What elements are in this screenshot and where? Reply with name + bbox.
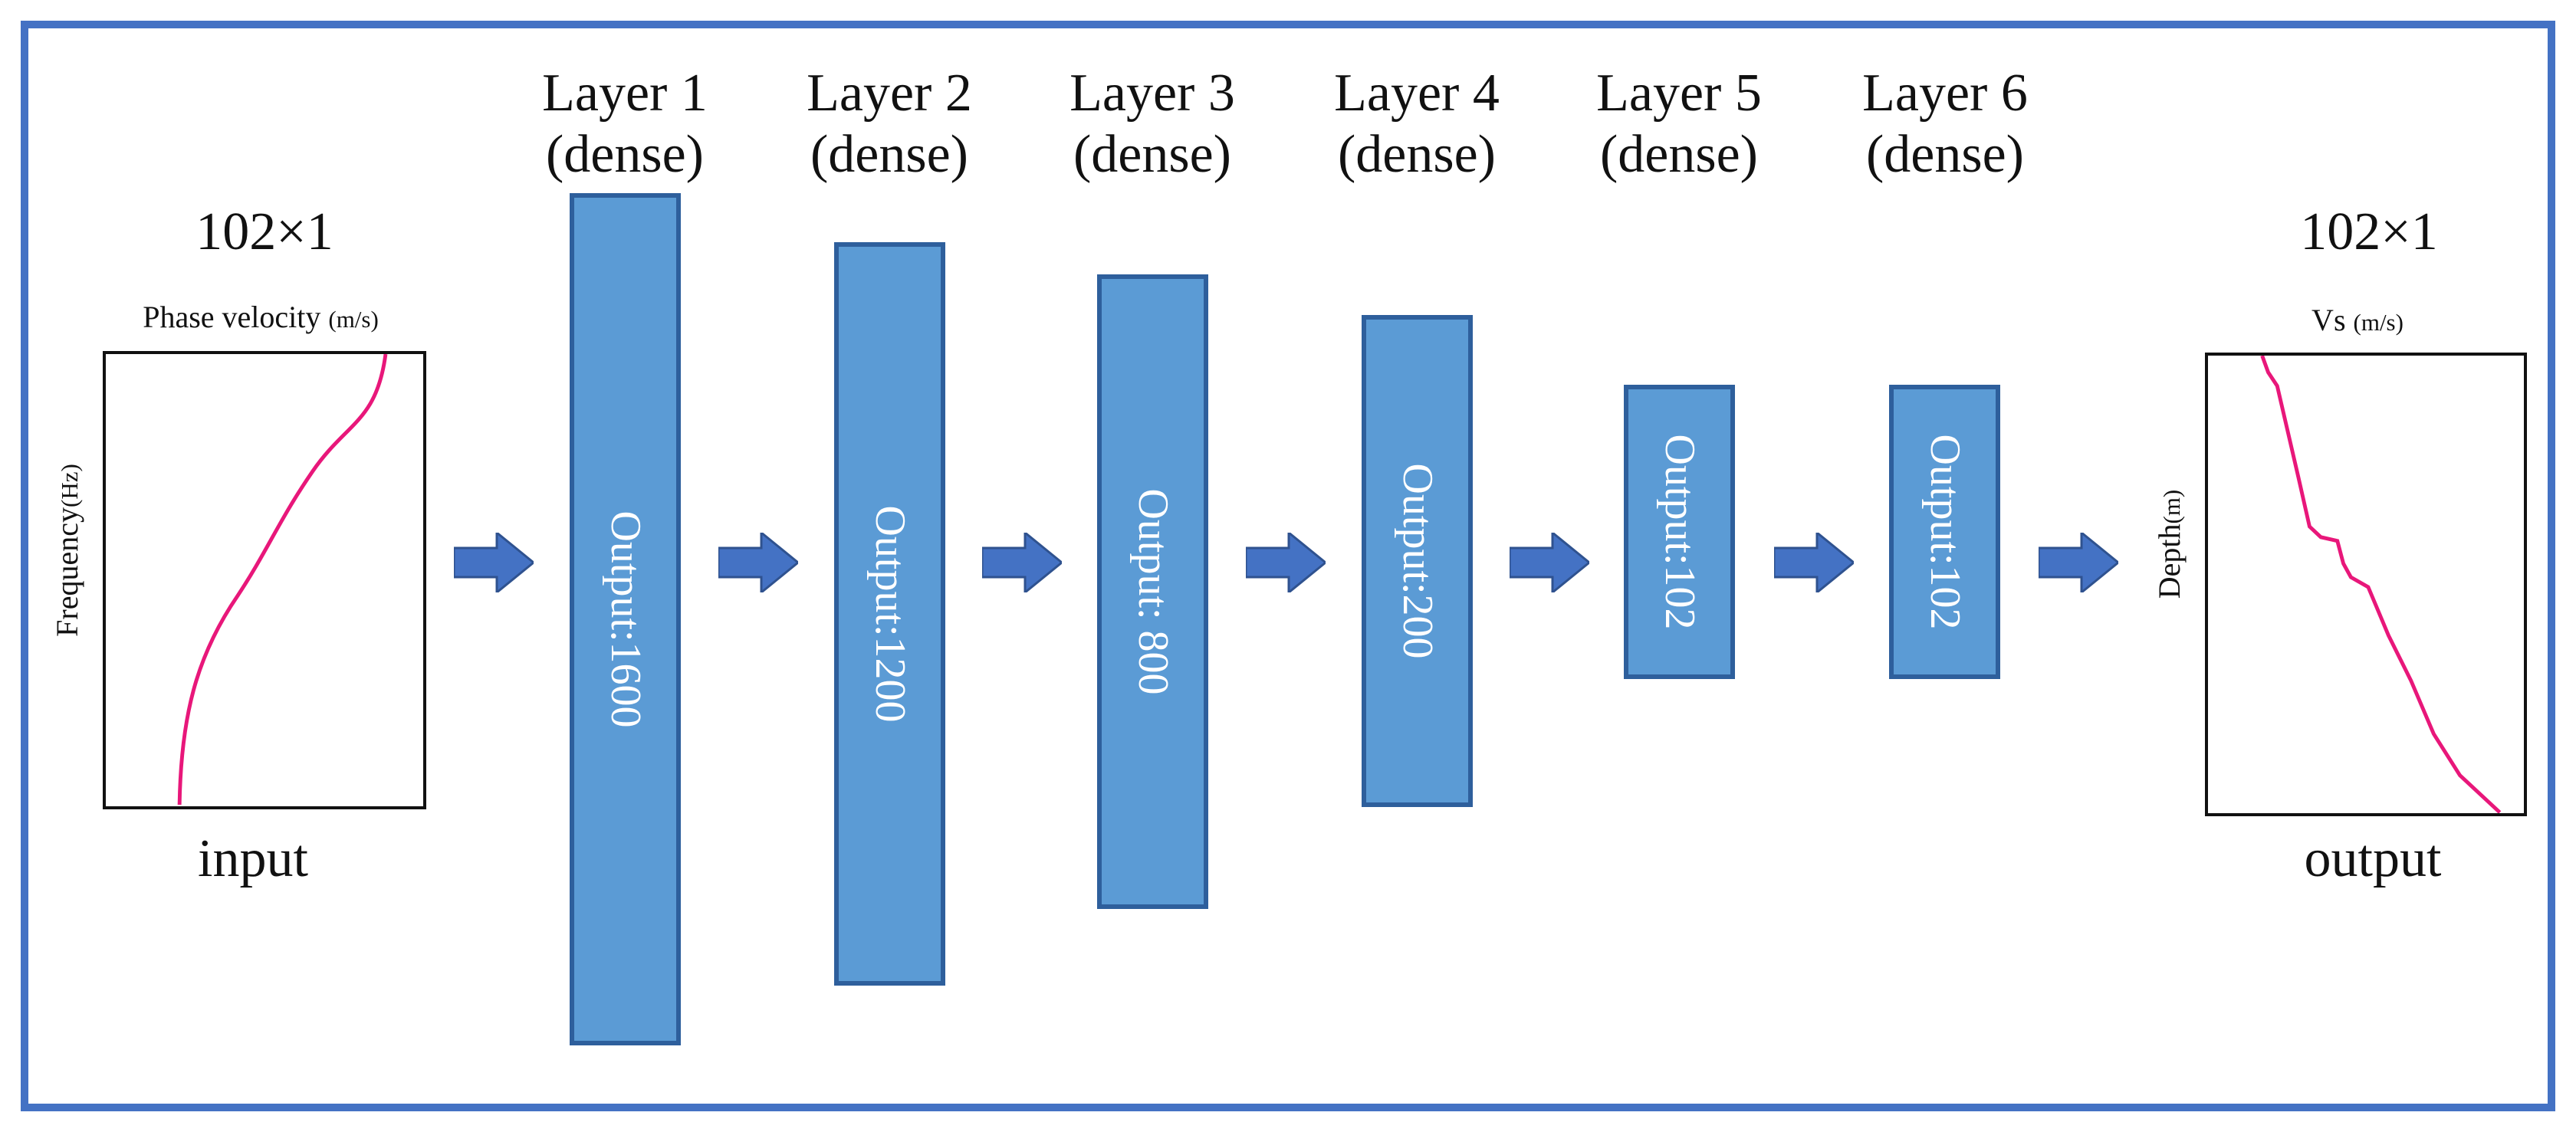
- output-caption: output: [2304, 829, 2442, 888]
- input-axis-left-unit: (Hz): [56, 464, 83, 507]
- layer-4-output-label: Output:200: [1393, 463, 1441, 659]
- input-dimension-label: 102×1: [196, 202, 334, 261]
- layer-3-output-label: Output: 800: [1129, 488, 1177, 695]
- layer-4-name: Layer 4: [1334, 64, 1500, 123]
- output-vs-profile-plot: [2205, 353, 2527, 816]
- layer-3-box: Output: 800: [1097, 274, 1208, 909]
- layer-1-type: (dense): [545, 124, 704, 184]
- input-axis-top-unit: (m/s): [328, 306, 379, 333]
- layer-4-box: Output:200: [1362, 315, 1473, 807]
- input-dispersion-plot: [103, 351, 426, 809]
- layer-1-name: Layer 1: [542, 64, 708, 123]
- output-axis-left-unit: (m): [2158, 489, 2185, 524]
- layer-5-output-label: Output:102: [1655, 434, 1704, 630]
- layer-5-box: Output:102: [1624, 385, 1735, 679]
- arrow-layer5-to-layer6: [1774, 533, 1854, 592]
- layer-6-type: (dense): [1865, 124, 2024, 184]
- layer-3-name: Layer 3: [1070, 64, 1235, 123]
- output-axis-left-text: Depth: [2152, 523, 2187, 599]
- layer-2-box: Output:1200: [834, 242, 945, 986]
- input-caption: input: [198, 829, 308, 888]
- input-axis-top-text: Phase velocity: [143, 300, 321, 334]
- layer-5-type: (dense): [1599, 124, 1758, 184]
- input-axis-left-text: Frequency: [50, 507, 84, 637]
- output-axis-top-unit: (m/s): [2353, 309, 2404, 336]
- arrow-layer4-to-layer5: [1510, 533, 1589, 592]
- layer-4-type: (dense): [1337, 124, 1496, 184]
- layer-6-output-label: Output:102: [1921, 434, 1969, 630]
- arrow-layer2-to-layer3: [982, 533, 1062, 592]
- arrow-layer3-to-layer4: [1246, 533, 1326, 592]
- arrow-layer1-to-layer2: [718, 533, 798, 592]
- layer-6-name: Layer 6: [1862, 64, 2028, 123]
- layer-4-title: Layer 4(dense): [1334, 63, 1500, 185]
- layer-2-output-label: Output:1200: [866, 505, 914, 723]
- input-axis-top-label: Phase velocity (m/s): [143, 302, 379, 333]
- output-axis-top-text: Vs: [2312, 303, 2346, 337]
- layer-3-title: Layer 3(dense): [1070, 63, 1235, 185]
- output-axis-top-label: Vs (m/s): [2312, 305, 2404, 336]
- layer-2-title: Layer 2(dense): [807, 63, 972, 185]
- layer-1-box: Output:1600: [570, 193, 681, 1045]
- input-axis-left-label: Frequency(Hz): [50, 464, 84, 637]
- layer-6-box: Output:102: [1889, 385, 2000, 679]
- layer-5-name: Layer 5: [1596, 64, 1762, 123]
- arrow-layer6-to-output: [2039, 533, 2118, 592]
- layer-1-title: Layer 1(dense): [542, 63, 708, 185]
- layer-6-title: Layer 6(dense): [1862, 63, 2028, 185]
- layer-2-name: Layer 2: [807, 64, 972, 123]
- output-axis-left-label: Depth(m): [2152, 489, 2187, 599]
- output-vs-profile-curve: [2260, 356, 2502, 813]
- output-dimension-label: 102×1: [2300, 202, 2438, 261]
- layer-2-type: (dense): [810, 124, 968, 184]
- arrow-input-to-layer1: [454, 533, 534, 592]
- layer-5-title: Layer 5(dense): [1596, 63, 1762, 185]
- input-dispersion-curve: [177, 354, 388, 806]
- layer-1-output-label: Output:1600: [601, 510, 649, 728]
- layer-3-type: (dense): [1073, 124, 1231, 184]
